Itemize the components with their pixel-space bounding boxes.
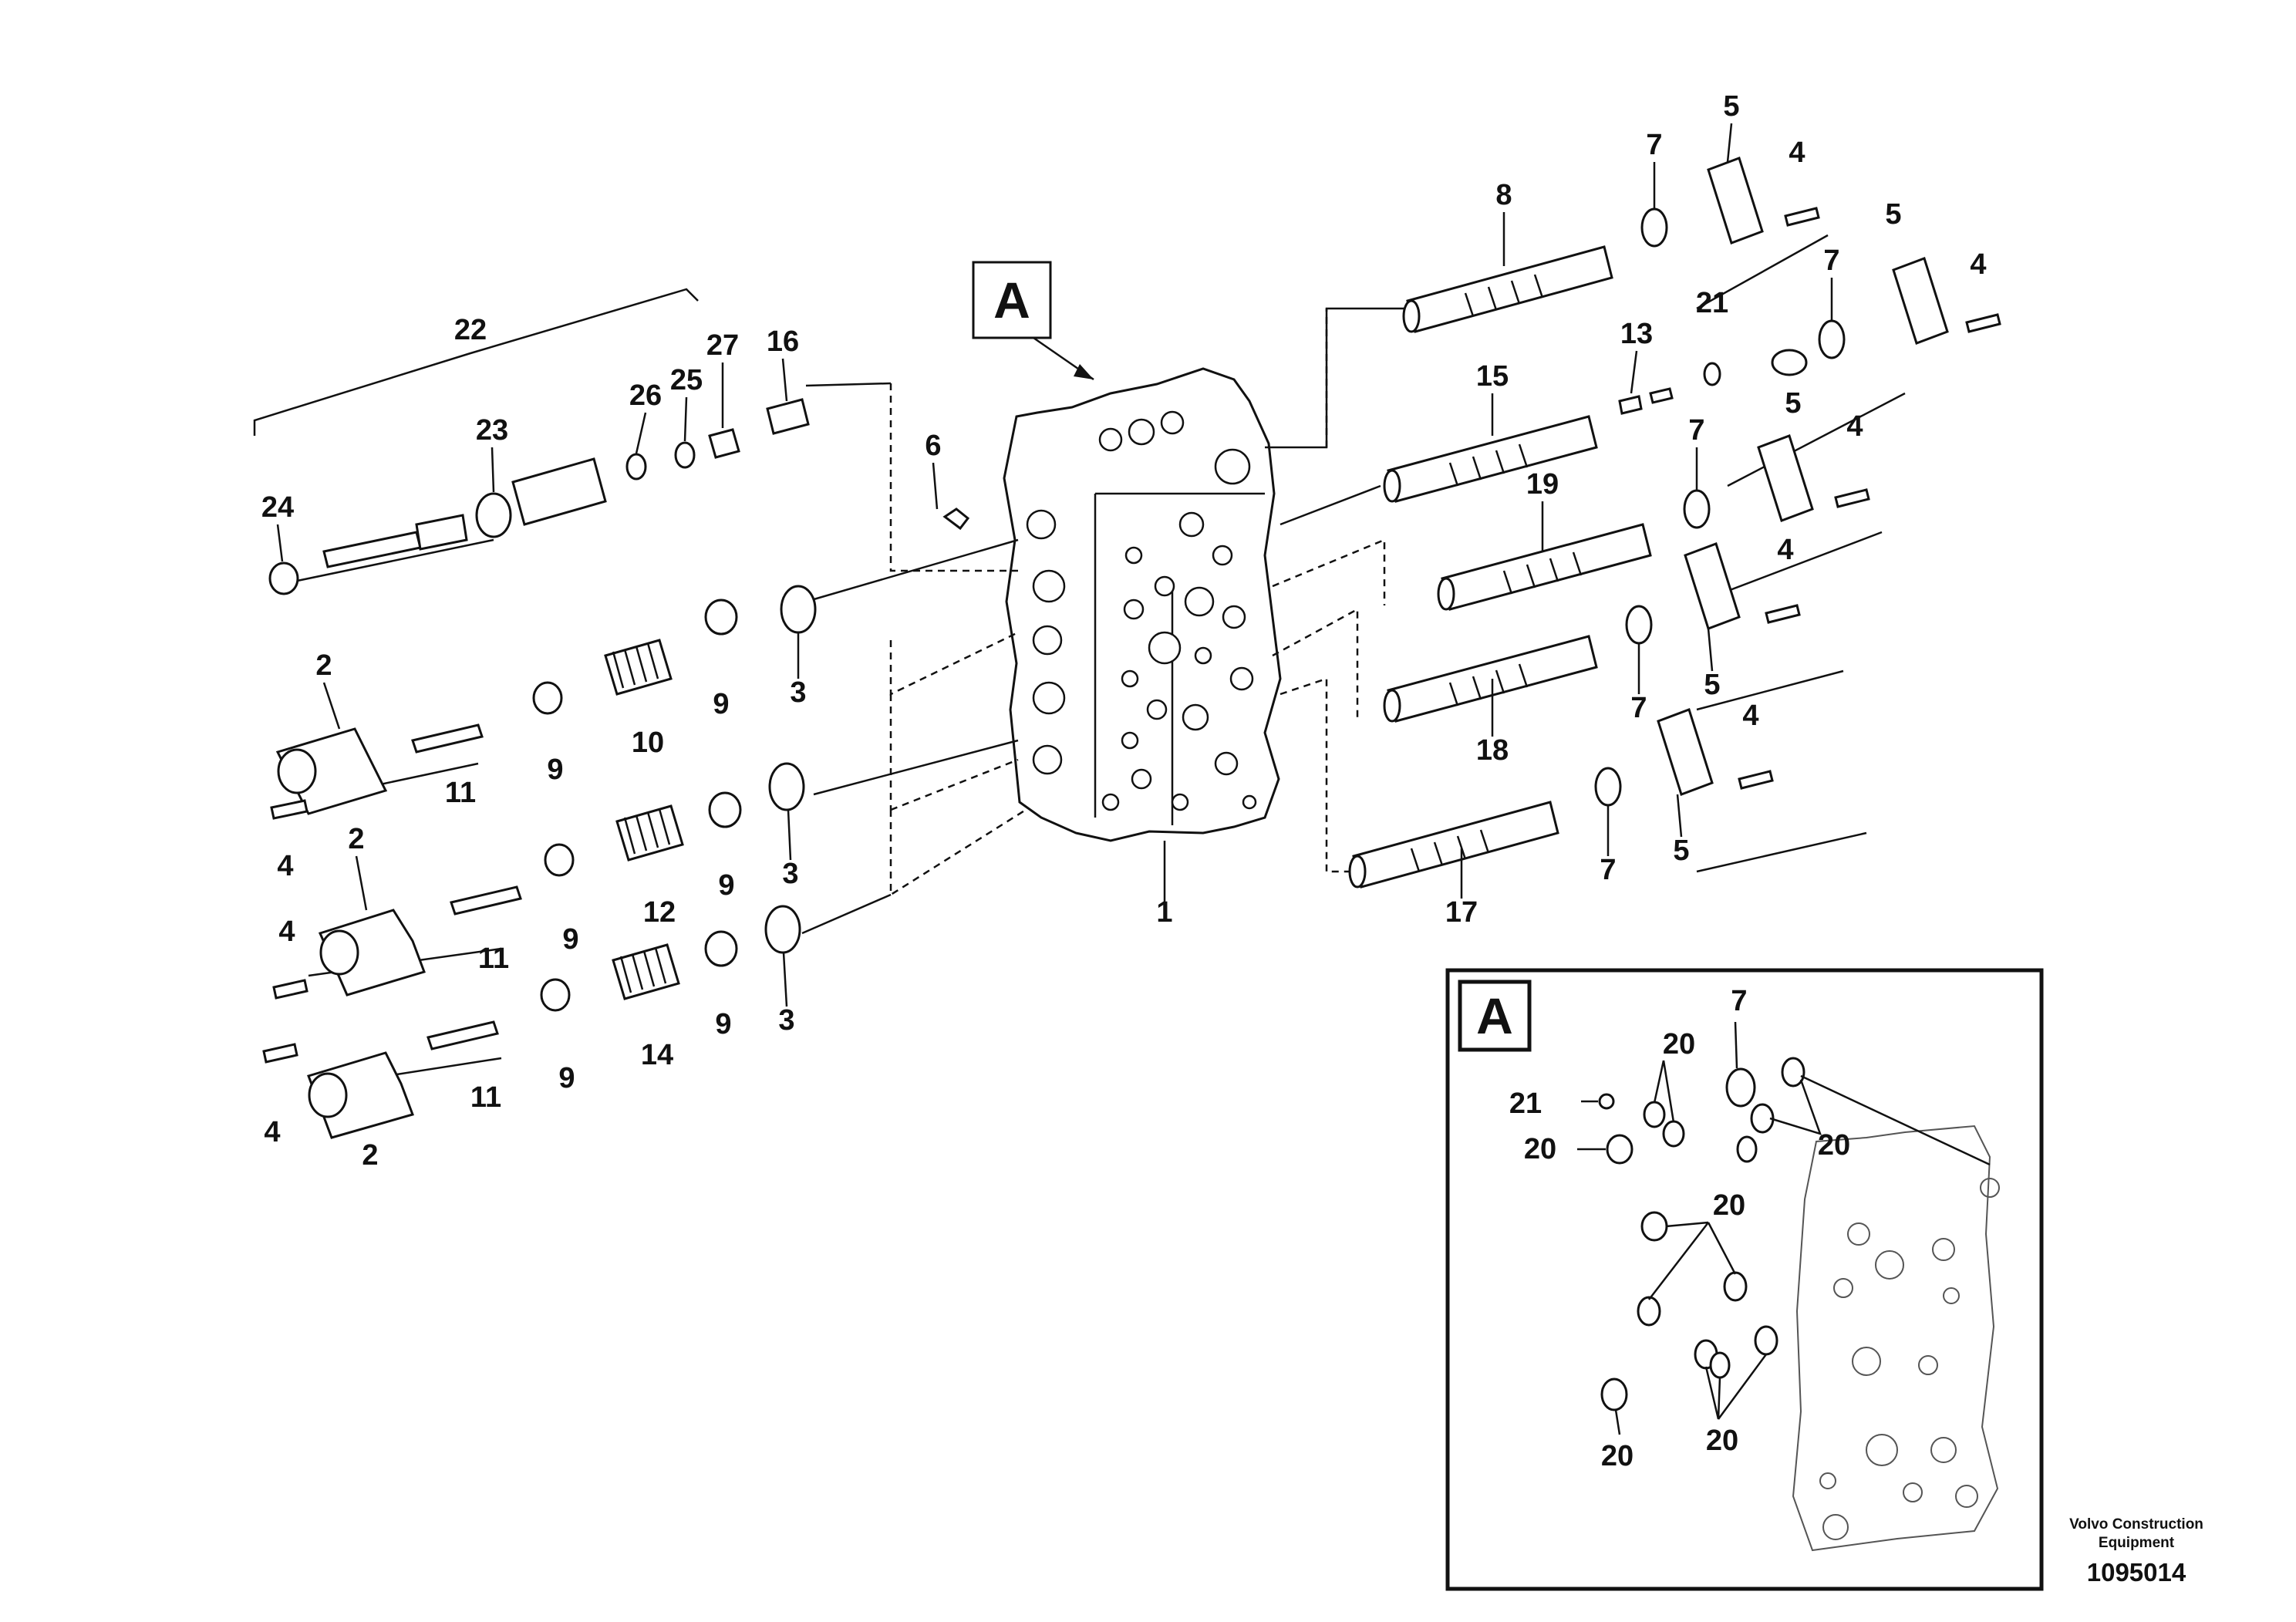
detail-callout-20: 20 bbox=[1706, 1425, 1738, 1457]
callout-7: 7 bbox=[1688, 414, 1704, 447]
left-seats-9 bbox=[532, 599, 742, 1012]
callout-11: 11 bbox=[478, 943, 509, 975]
detail-callout-20: 20 bbox=[1601, 1440, 1633, 1472]
callout-8: 8 bbox=[1495, 179, 1512, 211]
left-covers bbox=[275, 727, 426, 1139]
callout-7: 7 bbox=[1630, 692, 1647, 724]
callout-16: 16 bbox=[767, 325, 799, 358]
callout-26: 26 bbox=[629, 379, 662, 412]
right-orings bbox=[1594, 207, 1846, 807]
callout-4: 4 bbox=[1789, 137, 1805, 169]
callout-4: 4 bbox=[278, 916, 295, 948]
callout-3: 3 bbox=[790, 676, 806, 709]
callout-9: 9 bbox=[562, 923, 578, 956]
callout-17: 17 bbox=[1445, 896, 1478, 929]
left-pistons-11 bbox=[411, 723, 522, 1050]
callout-4: 4 bbox=[1846, 410, 1863, 443]
spool-17 bbox=[1348, 801, 1559, 889]
spool-19 bbox=[1437, 523, 1652, 611]
callout-5: 5 bbox=[1885, 198, 1901, 231]
callout-7: 7 bbox=[1823, 244, 1839, 277]
callouts: 1 2 2 2 3 3 3 4 4 4 4 4 4 4 4 5 5 5 5 5 … bbox=[261, 90, 1987, 1172]
callout-3: 3 bbox=[778, 1004, 794, 1037]
document-number: 1095014 bbox=[2087, 1558, 2186, 1587]
callout-9: 9 bbox=[547, 754, 563, 786]
relief-valve-assembly bbox=[268, 398, 970, 595]
callout-4: 4 bbox=[1777, 534, 1793, 566]
detail-block-ports bbox=[1819, 1178, 2000, 1540]
spool-15 bbox=[1383, 415, 1598, 503]
right-covers bbox=[1657, 157, 1949, 796]
callout-9: 9 bbox=[713, 688, 729, 720]
right-bolts bbox=[1738, 207, 2001, 790]
brace-22 bbox=[253, 288, 699, 436]
callout-9: 9 bbox=[558, 1062, 575, 1094]
callout-10: 10 bbox=[632, 727, 664, 759]
callout-23: 23 bbox=[476, 414, 508, 447]
credit-line-1: Volvo Construction bbox=[2069, 1516, 2203, 1533]
view-a-marker: A bbox=[972, 261, 1094, 381]
svg-text:A: A bbox=[993, 271, 1030, 329]
callout-4: 4 bbox=[277, 850, 293, 882]
callout-9: 9 bbox=[718, 869, 734, 902]
callout-2: 2 bbox=[315, 649, 332, 682]
callout-18: 18 bbox=[1476, 734, 1509, 767]
detail-view-a: A bbox=[1445, 968, 2044, 1591]
callout-2: 2 bbox=[362, 1139, 378, 1172]
callout-5: 5 bbox=[1673, 835, 1689, 867]
callout-6: 6 bbox=[925, 430, 941, 462]
callout-24: 24 bbox=[261, 491, 294, 524]
left-bolts-4 bbox=[262, 799, 308, 1064]
callout-21: 21 bbox=[1696, 287, 1728, 319]
callout-25: 25 bbox=[670, 364, 703, 396]
callout-7: 7 bbox=[1646, 129, 1662, 161]
left-orings-3 bbox=[764, 585, 817, 954]
credit-line-2: Equipment bbox=[2099, 1535, 2175, 1551]
callout-13: 13 bbox=[1620, 318, 1653, 350]
detail-orings bbox=[1598, 1057, 1805, 1411]
valve-block-ports bbox=[1026, 410, 1257, 811]
svg-text:A: A bbox=[1476, 987, 1513, 1044]
spool-18 bbox=[1383, 635, 1598, 723]
footer: Volvo Construction Equipment 1095014 bbox=[2069, 1516, 2203, 1587]
detail-callout-20: 20 bbox=[1524, 1133, 1556, 1165]
callout-9: 9 bbox=[715, 1008, 731, 1040]
callout-19: 19 bbox=[1526, 468, 1559, 501]
detail-callout-7: 7 bbox=[1731, 985, 1747, 1017]
callout-5: 5 bbox=[1723, 90, 1739, 123]
callout-3: 3 bbox=[782, 858, 798, 890]
callout-1: 1 bbox=[1156, 896, 1172, 929]
callout-7: 7 bbox=[1600, 854, 1616, 886]
callout-5: 5 bbox=[1704, 669, 1720, 701]
detail-callout-20: 20 bbox=[1818, 1129, 1850, 1162]
valve-block bbox=[1003, 367, 1282, 842]
callout-12: 12 bbox=[643, 896, 676, 929]
callout-5: 5 bbox=[1785, 387, 1801, 420]
callout-22: 22 bbox=[454, 314, 487, 346]
callout-15: 15 bbox=[1476, 360, 1509, 393]
detail-callout-20: 20 bbox=[1713, 1189, 1745, 1222]
callout-27: 27 bbox=[706, 329, 739, 362]
callout-14: 14 bbox=[641, 1039, 673, 1071]
callout-4: 4 bbox=[1970, 248, 1986, 281]
callout-4: 4 bbox=[1742, 700, 1758, 732]
detail-leaders bbox=[1577, 1021, 1991, 1435]
callout-4: 4 bbox=[264, 1116, 280, 1148]
small-parts-13 bbox=[1618, 387, 1674, 415]
detail-callout-21: 21 bbox=[1509, 1088, 1542, 1120]
callout-leaders bbox=[276, 123, 1833, 1007]
callout-2: 2 bbox=[348, 823, 364, 855]
left-springs bbox=[604, 639, 684, 1000]
callout-11: 11 bbox=[470, 1081, 501, 1114]
detail-callout-20: 20 bbox=[1663, 1028, 1695, 1061]
spool-8 bbox=[1402, 245, 1613, 333]
callout-11: 11 bbox=[445, 777, 476, 809]
